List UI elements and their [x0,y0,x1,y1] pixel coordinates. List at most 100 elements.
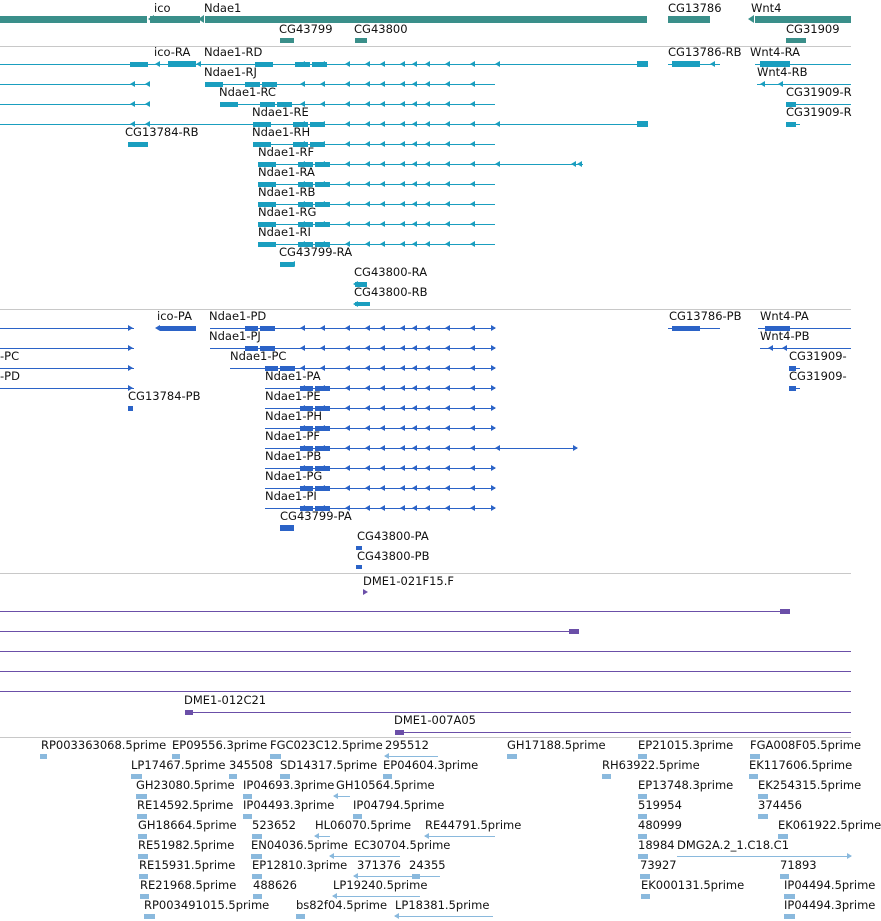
est-block[interactable] [139,873,148,879]
feature-exon-block[interactable] [315,445,330,451]
est-label[interactable]: EP12810.3prime [252,858,348,872]
gene-bar[interactable] [668,15,710,23]
est-label[interactable]: RE14592.5prime [137,798,234,812]
est-label[interactable]: RP003363068.5prime [41,738,167,752]
est-block[interactable] [140,893,149,899]
feature-exon-block[interactable] [265,365,278,371]
protein-label-ndae1-pc[interactable]: Ndae1-PC [230,349,287,363]
est-block[interactable] [144,913,155,919]
est-block[interactable] [252,873,262,879]
est-label[interactable]: 523652 [252,818,296,832]
est-label[interactable]: RE21968.5prime [140,878,237,892]
feature-exon-block[interactable] [315,181,330,187]
feature-exon-block[interactable] [280,365,295,371]
feature-exon-block[interactable] [315,385,330,391]
transcript-label-ico-ra[interactable]: ico-RA [154,45,191,59]
clone-end-block[interactable] [395,729,404,735]
feature-exon-block[interactable] [253,141,271,147]
est-block[interactable] [780,873,789,879]
gene-bar[interactable] [355,37,367,43]
gene-label-cg31909[interactable]: CG31909 [786,22,840,36]
est-block[interactable] [602,773,611,779]
est-block[interactable] [383,773,392,779]
feature-exon-block[interactable] [760,61,790,67]
est-block[interactable] [507,753,517,759]
feature-exon-block[interactable] [245,81,260,87]
gene-label-cg43800[interactable]: CG43800 [354,22,408,36]
feature-exon-block[interactable] [128,405,133,411]
est-label[interactable]: IP04794.5prime [353,798,445,812]
est-block[interactable] [137,813,147,819]
feature-exon-block[interactable] [786,101,796,107]
est-label[interactable]: GH17188.5prime [507,738,606,752]
protein-label-ico-pa[interactable]: ico-PA [157,309,192,323]
feature-exon-block[interactable] [245,325,258,331]
protein-label-cg31909-1[interactable]: CG31909- [789,349,847,363]
feature-exon-block[interactable] [293,121,308,127]
feature-exon-block[interactable] [355,302,370,306]
est-label[interactable]: 519954 [638,798,682,812]
feature-exon-block[interactable] [255,61,273,67]
est-label[interactable]: RE15931.5prime [139,858,236,872]
feature-exon-block[interactable] [765,325,790,331]
gene-label-cg43799[interactable]: CG43799 [279,22,333,36]
est-label[interactable]: LP18381.5prime [395,898,490,912]
protein-label-cg31909-2[interactable]: CG31909- [789,369,847,383]
feature-exon-block[interactable] [298,221,313,227]
est-block[interactable] [253,893,262,899]
feature-exon-block[interactable] [315,161,330,167]
est-label[interactable]: EP04604.3prime [383,758,479,772]
protein-label-ndae1-pa[interactable]: Ndae1-PA [265,369,321,383]
feature-exon-block[interactable] [258,181,276,187]
est-block[interactable] [40,753,47,759]
feature-exon-block[interactable] [789,385,796,391]
transcript-label-wnt4-rb[interactable]: Wnt4-RB [757,65,808,79]
est-block[interactable] [749,773,758,779]
est-label[interactable]: EK254315.5prime [758,778,862,792]
feature-exon-block[interactable] [262,81,277,87]
gene-label-ndae1[interactable]: Ndae1 [204,1,242,15]
protein-label-ndae1-pi[interactable]: Ndae1-PI [265,489,317,503]
transcript-label-cg31909-r1[interactable]: CG31909-R [786,85,852,99]
est-block[interactable] [136,793,147,799]
est-label[interactable]: 295512 [385,738,429,752]
est-label[interactable]: EK000131.5prime [641,878,745,892]
est-block[interactable] [778,833,788,839]
est-block[interactable] [638,813,647,819]
est-label[interactable]: EP09556.3prime [172,738,268,752]
est-label[interactable]: LP17467.5prime [131,758,226,772]
transcript-label-cg43800-rb[interactable]: CG43800-RB [354,285,428,299]
est-block[interactable] [243,813,252,819]
transcript-label-ndae1-rb[interactable]: Ndae1-RB [258,185,316,199]
est-block[interactable] [229,773,237,779]
est-block[interactable] [638,793,647,799]
transcript-label-cg31909-r2[interactable]: CG31909-R [786,105,852,119]
transcript-label-ndae1-rc[interactable]: Ndae1-RC [219,85,276,99]
est-label[interactable]: IP04693.3prime [243,778,335,792]
feature-exon-block[interactable] [300,425,313,431]
protein-label-ndae1-pg[interactable]: Ndae1-PG [265,469,323,483]
est-block[interactable] [296,913,305,919]
protein-label-ndae1-pd[interactable]: Ndae1-PD [209,309,267,323]
est-label[interactable]: DMG2A.2_1.C18.C1 [677,838,790,852]
protein-label-cg43800-pb[interactable]: CG43800-PB [357,549,430,563]
clone-label-dme1-021f15[interactable]: DME1-021F15.F [363,574,454,588]
est-block[interactable] [638,753,647,759]
est-block[interactable] [638,853,648,859]
est-block[interactable] [640,873,650,879]
est-block[interactable] [138,853,148,859]
feature-exon-block[interactable] [355,281,367,287]
est-label[interactable]: FGC023C12.5prime [270,738,383,752]
protein-label-pc[interactable]: -PC [0,349,20,363]
gene-label-wnt4[interactable]: Wnt4 [751,1,782,15]
gene-label-cg13786[interactable]: CG13786 [668,1,722,15]
protein-label-pd[interactable]: -PD [0,369,20,383]
est-label[interactable]: RP003491015.5prime [144,898,270,912]
est-label[interactable]: GH10564.5prime [336,778,435,792]
transcript-label-ndae1-ra[interactable]: Ndae1-RA [258,165,315,179]
feature-exon-block[interactable] [160,325,196,331]
est-label[interactable]: 488626 [253,878,297,892]
feature-exon-block[interactable] [280,261,294,267]
est-block[interactable] [138,833,147,839]
feature-exon-block[interactable] [315,405,330,411]
